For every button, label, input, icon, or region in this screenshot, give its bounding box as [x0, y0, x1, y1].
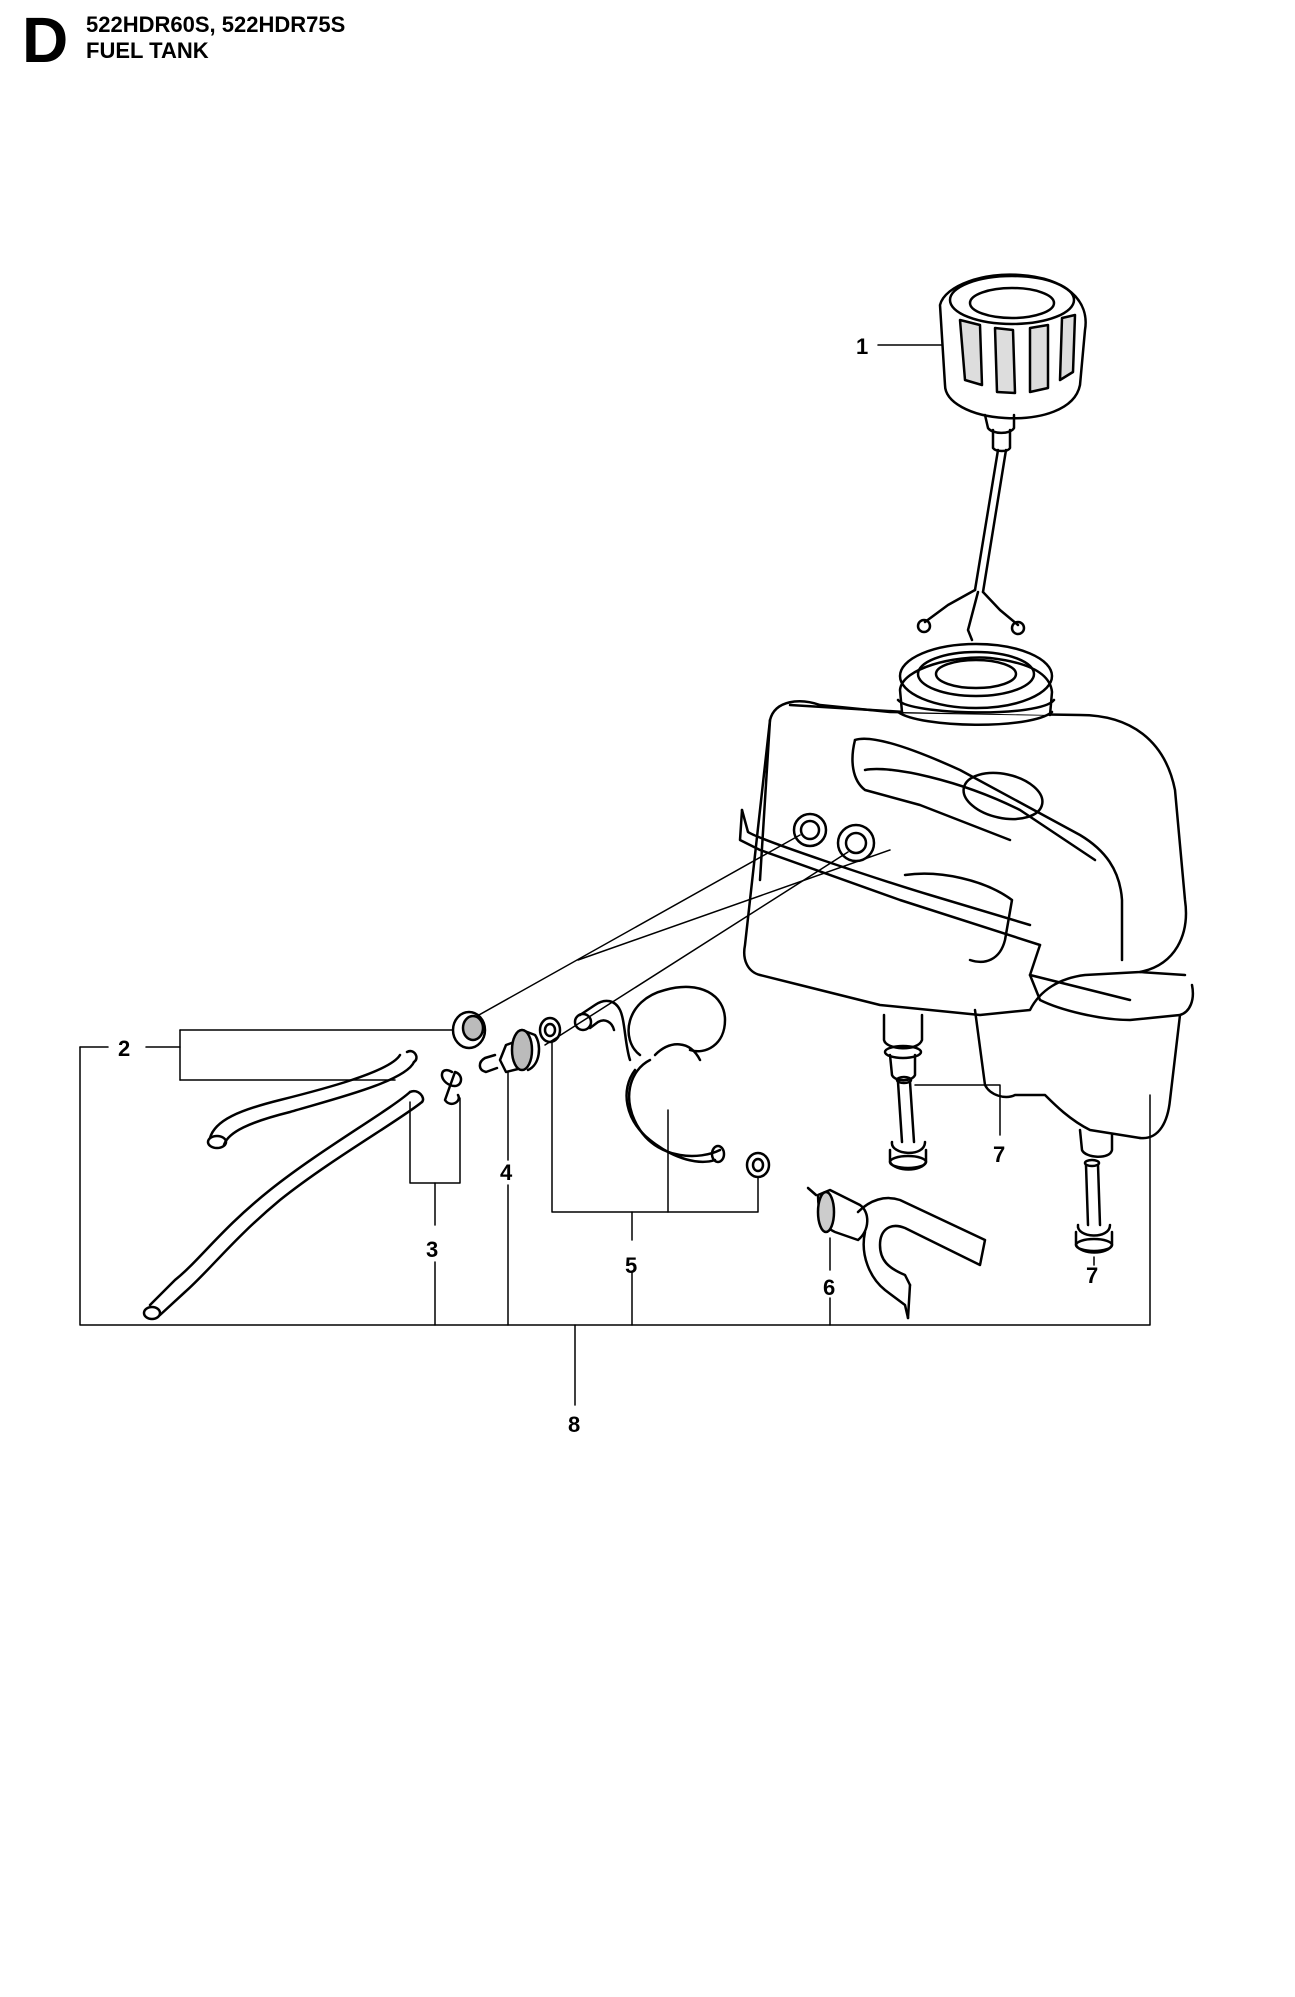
- hose-drawings: [142, 834, 987, 1321]
- callout-7-upper: 7: [993, 1142, 1005, 1167]
- model-numbers: 522HDR60S, 522HDR75S: [86, 12, 346, 37]
- callout-6: 6: [823, 1275, 835, 1300]
- fuel-tank-drawing: [738, 642, 1195, 1158]
- callout-4: 4: [500, 1160, 513, 1185]
- bolt-drawings: [888, 1075, 1114, 1254]
- section-letter: D: [22, 4, 69, 76]
- callout-8: 8: [568, 1412, 580, 1437]
- fuel-cap-drawing: [916, 273, 1087, 642]
- section-title: FUEL TANK: [86, 38, 209, 63]
- callout-3: 3: [426, 1237, 438, 1262]
- callout-2: 2: [118, 1036, 130, 1061]
- callout-5: 5: [625, 1253, 637, 1278]
- callout-labels: 1 2 3 4 5 6 7 7 8: [118, 334, 1098, 1437]
- leader-lines: [79, 344, 1151, 1406]
- callout-7-lower: 7: [1086, 1263, 1098, 1288]
- callout-1: 1: [856, 334, 868, 359]
